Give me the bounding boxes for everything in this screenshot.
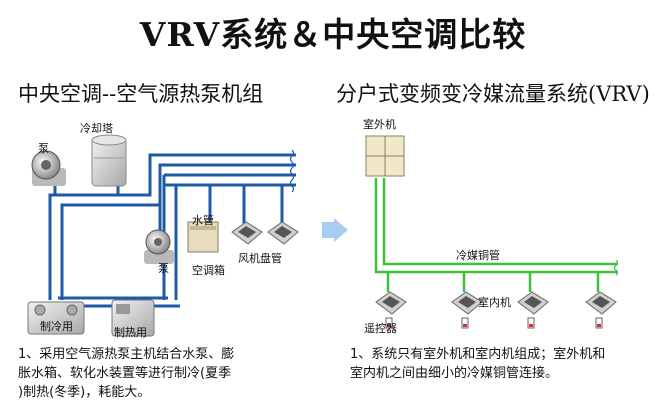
pump-icon bbox=[144, 229, 174, 264]
heater-unit-icon bbox=[111, 299, 155, 337]
fan-coil-unit-icon bbox=[267, 221, 299, 245]
left-description: 1、采用空气源热泵主机结合水泵、膨 胀水箱、软化水装置等进行制冷(夏季 )制热(… bbox=[18, 345, 318, 402]
air-handling-box-icon bbox=[187, 221, 219, 253]
fan-coil-unit-icon bbox=[231, 221, 263, 245]
right-description: 1、系统只有室外机和室内机组成；室外机和 室内机之间由细小的冷媒铜管连接。 bbox=[350, 345, 660, 383]
refrigerant-pipe-network bbox=[374, 178, 618, 292]
indoor-unit-icon bbox=[375, 291, 407, 315]
fan-coil-label: 风机盘管 bbox=[238, 252, 282, 265]
pipe-break-marks bbox=[289, 149, 295, 193]
description-line: 胀水箱、软化水装置等进行制冷(夏季 bbox=[18, 366, 232, 381]
pump-label: 泵 bbox=[38, 142, 49, 155]
pump-icon bbox=[31, 150, 66, 186]
left-heading: 中央空调--空气源热泵机组 bbox=[18, 82, 264, 106]
pump2-label: 泵 bbox=[158, 262, 169, 275]
heater-label: 制热用 bbox=[114, 326, 147, 339]
ahu-label: 空调箱 bbox=[192, 264, 225, 277]
page-title: VRV系统＆中央空调比较 bbox=[139, 15, 527, 54]
remote-label: 遥控器 bbox=[364, 322, 397, 335]
cooling-tower-label: 冷却塔 bbox=[80, 122, 113, 135]
comparison-arrow-icon bbox=[322, 218, 348, 242]
remote-controller-icon bbox=[385, 317, 603, 329]
outdoor-unit-label: 室外机 bbox=[363, 118, 396, 131]
cooling-tower-icon bbox=[91, 134, 127, 187]
description-line: 1、系统只有室外机和室内机组成；室外机和 bbox=[350, 347, 606, 362]
water-pipe-label: 水管 bbox=[192, 214, 214, 227]
description-line: 1、采用空气源热泵主机结合水泵、膨 bbox=[18, 347, 235, 362]
pipe-break-marks bbox=[613, 259, 619, 276]
chiller-unit-icon bbox=[27, 301, 85, 335]
indoor-unit-icon bbox=[585, 291, 617, 315]
refrigerant-pipe-label: 冷媒铜管 bbox=[456, 249, 500, 262]
indoor-unit-icon bbox=[451, 291, 483, 315]
description-line: )制热(冬季)，耗能大。 bbox=[18, 385, 151, 400]
remote-indicator-icon bbox=[387, 324, 601, 327]
right-heading: 分户式变频变冷媒流量系统(VRV) bbox=[336, 82, 650, 106]
outdoor-unit-icon bbox=[365, 135, 405, 177]
indoor-unit-label: 室内机 bbox=[478, 296, 511, 309]
indoor-unit-icon bbox=[517, 291, 549, 315]
chiller-label: 制冷用 bbox=[40, 320, 73, 333]
description-line: 室内机之间由细小的冷媒铜管连接。 bbox=[350, 366, 559, 381]
